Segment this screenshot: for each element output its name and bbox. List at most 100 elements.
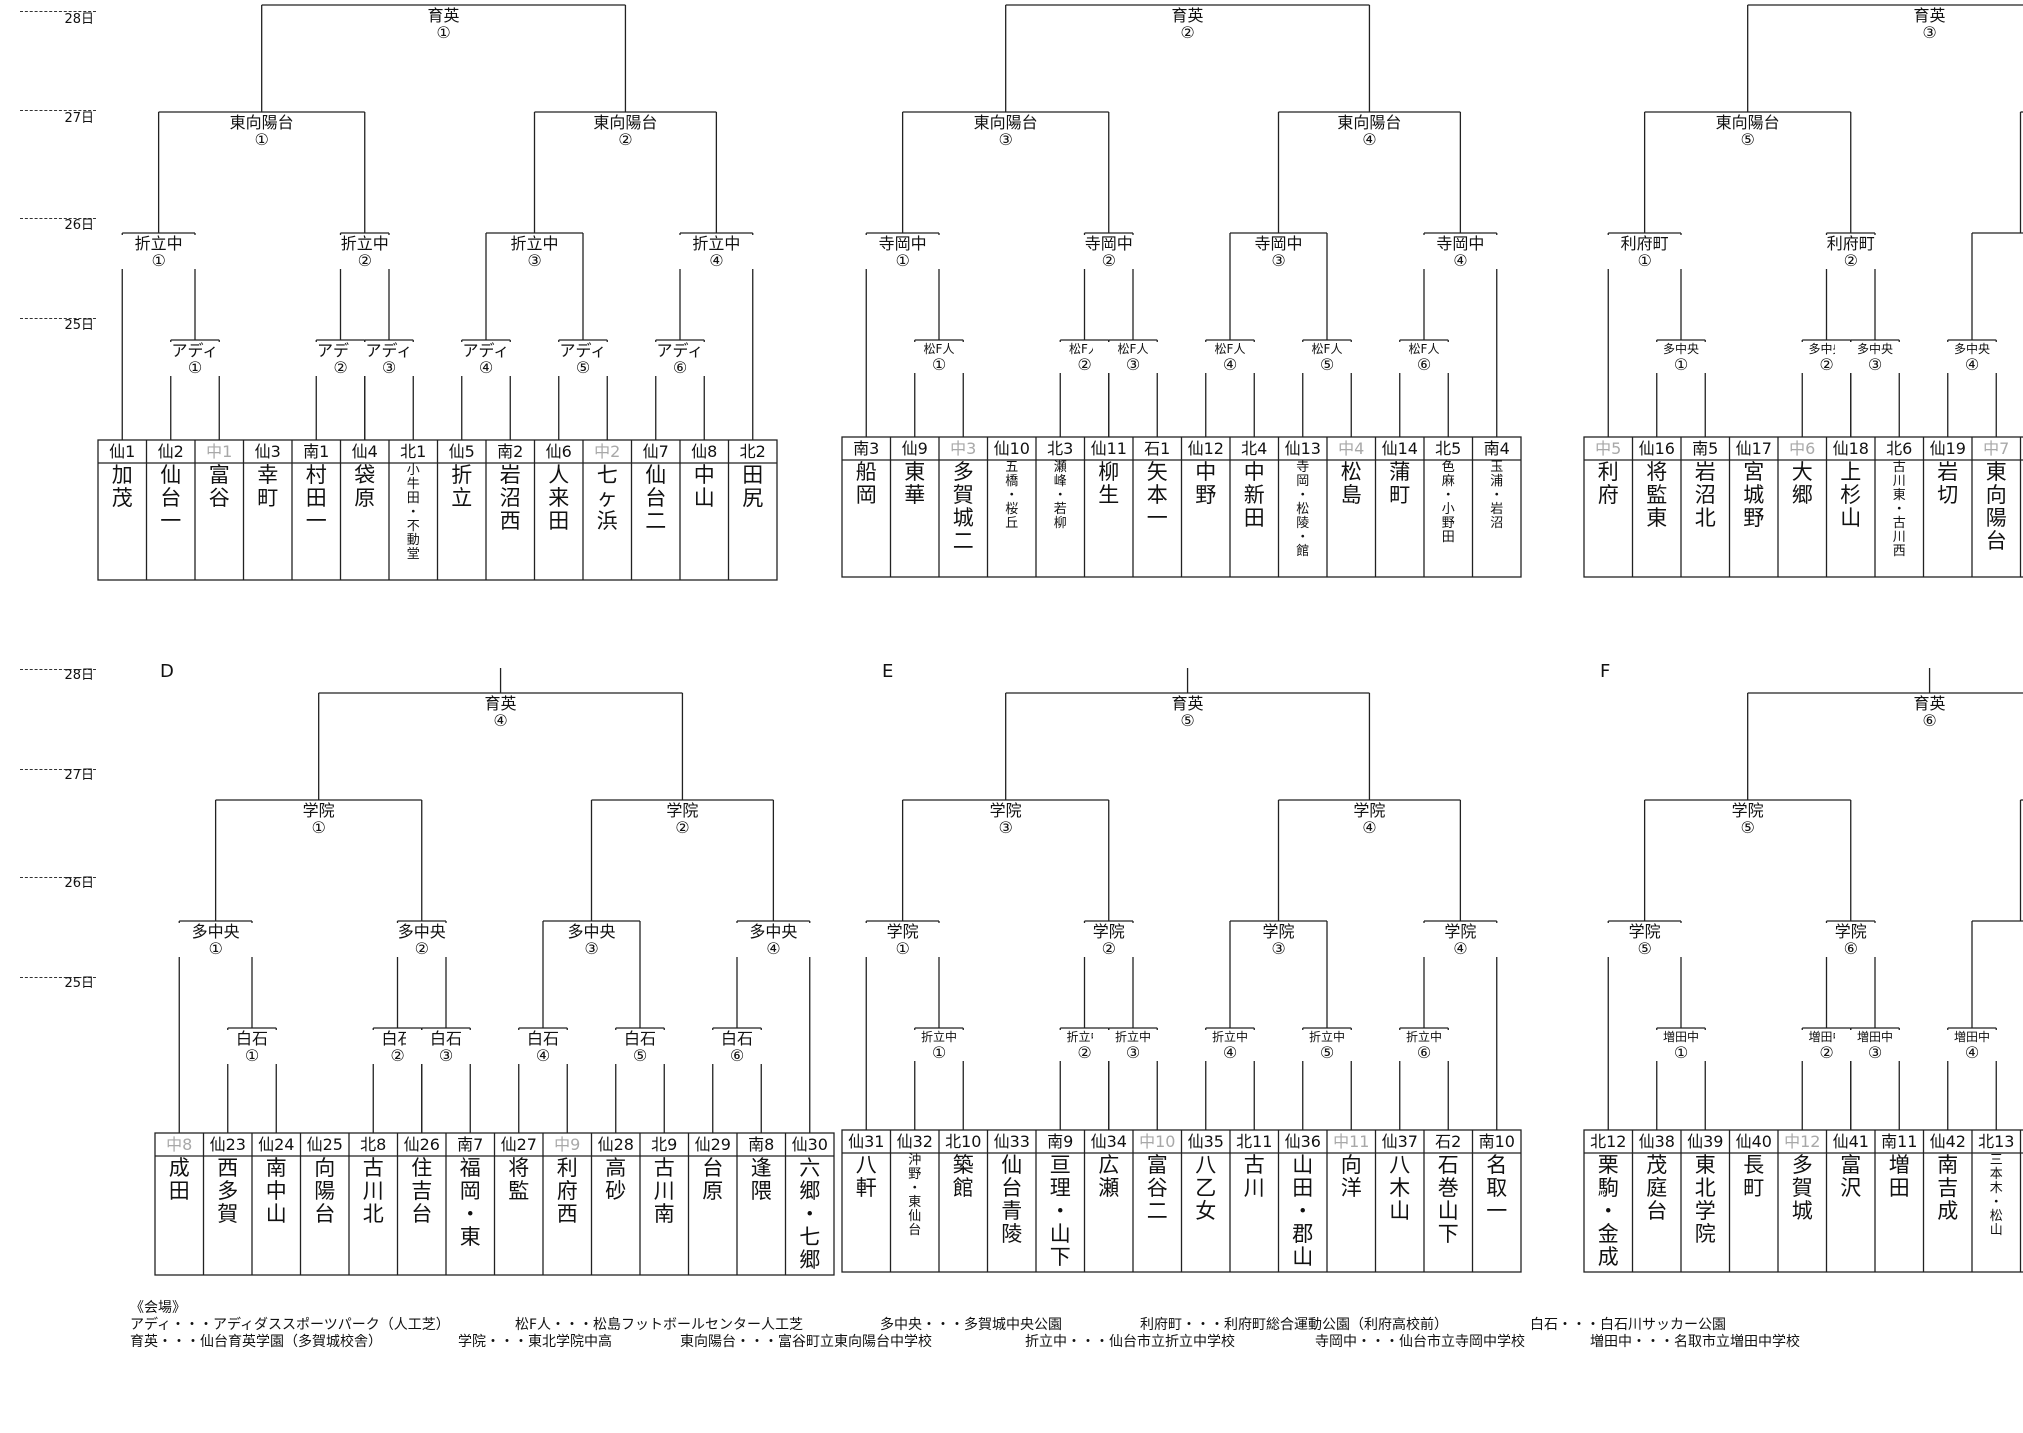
team-code: 南8 [748, 1135, 775, 1154]
team-name: 多賀城二 [952, 460, 974, 553]
team-name: 七ヶ浜 [596, 463, 618, 533]
team-code: 南2 [497, 442, 524, 461]
match-venue: 東向陽台 [229, 113, 294, 132]
match-venue: 多中央 [1953, 342, 1990, 356]
match-number: ⑥ [1416, 355, 1432, 374]
team-name: 利府西 [556, 1156, 578, 1226]
team-name: 瀬峰・若柳 [1053, 460, 1067, 531]
match-venue: 折立中 [510, 234, 559, 253]
team-code: 仙41 [1832, 1132, 1869, 1151]
match-number: ⑤ [575, 358, 591, 377]
team-name: 中新田 [1243, 460, 1265, 530]
team-name: 上杉山 [1840, 460, 1862, 530]
team-name: 八乙女 [1195, 1153, 1217, 1223]
match-venue: 折立中 [1405, 1030, 1442, 1044]
team-name: 三本木・松山 [1989, 1153, 2003, 1238]
team-name: 富谷二 [1146, 1153, 1168, 1223]
match-number: ⑤ [1180, 711, 1195, 730]
match-venue: 学院 [886, 922, 919, 941]
team-code: 仙40 [1735, 1132, 1772, 1151]
team-name: 古川東・古川西 [1892, 460, 1906, 559]
team-name: 村田一 [305, 463, 327, 533]
match-number: ⑤ [1740, 130, 1755, 149]
team-code: 北9 [651, 1135, 678, 1154]
team-code: 仙12 [1187, 439, 1224, 458]
match-number: ⑥ [1416, 1043, 1432, 1062]
match-venue: 利府町 [1620, 234, 1669, 253]
match-venue: 白石 [235, 1029, 268, 1048]
match-venue: 多中央 [191, 922, 240, 941]
legend-venue: 折立中・・・仙台市立折立中学校 [1025, 1334, 1235, 1350]
team-name: 将監 [508, 1156, 530, 1203]
team-code: 北1 [400, 442, 427, 461]
team-name: 仙台青陵 [1001, 1153, 1023, 1246]
day-guide-line [20, 977, 96, 978]
team-name: 東華 [904, 460, 926, 507]
legend-venue: 増田中・・・名取市立増田中学校 [1590, 1334, 1800, 1350]
match-number: ① [895, 939, 910, 958]
team-code: 北8 [360, 1135, 387, 1154]
match-venue: 松F人 [923, 342, 955, 356]
match-number: ④ [709, 251, 724, 270]
match-venue: 多中央 [1662, 342, 1699, 356]
match-number: ① [931, 355, 947, 374]
team-code: 仙1 [109, 442, 136, 461]
match-number: ③ [1867, 1043, 1883, 1062]
match-number: ⑤ [1319, 355, 1335, 374]
team-code: 仙42 [1929, 1132, 1966, 1151]
match-number: ② [1077, 1043, 1092, 1062]
team-name: 宮城野 [1743, 460, 1765, 530]
legend-venue: 東向陽台・・・富谷町立東向陽台中学校 [680, 1334, 932, 1350]
team-cell: 北3 瀬峰・若柳 [1036, 437, 1085, 577]
team-code: 北3 [1047, 439, 1074, 458]
match-number: ① [187, 358, 203, 377]
match-number: ⑤ [1319, 1043, 1335, 1062]
match-venue: 折立中 [920, 1030, 957, 1044]
day-guide-line [20, 318, 96, 319]
team-name: 名取一 [1486, 1153, 1508, 1223]
team-code: 中4 [1338, 439, 1365, 458]
team-name: 幸町 [257, 463, 279, 510]
match-venue: 学院 [1731, 801, 1764, 820]
match-venue: 学院 [1262, 922, 1295, 941]
team-code: 北12 [1590, 1132, 1627, 1151]
match-number: ④ [478, 358, 494, 377]
team-code: 南10 [1478, 1132, 1515, 1151]
team-code: 仙13 [1284, 439, 1321, 458]
match-venue: 白石 [623, 1029, 656, 1048]
team-code: 仙11 [1090, 439, 1127, 458]
legend-venue: 多中央・・・多賀城中央公園 [880, 1317, 1062, 1333]
